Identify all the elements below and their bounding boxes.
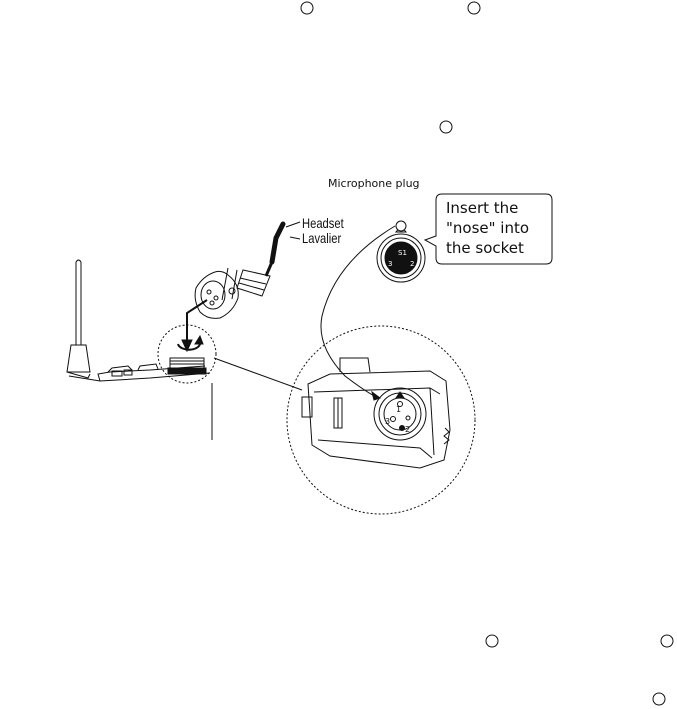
plug-pin-label: 3 xyxy=(388,260,392,268)
ref-marker xyxy=(653,693,665,705)
plug-pin-label: 2 xyxy=(410,260,414,268)
detail-circle-large xyxy=(287,326,475,514)
mic-connector xyxy=(195,222,300,318)
lavalier-label: Lavalier xyxy=(302,231,341,245)
callout-line: "nose" into xyxy=(446,218,529,238)
socket-pin-label: 3 xyxy=(385,417,390,426)
ref-marker xyxy=(486,635,498,647)
ref-marker xyxy=(468,2,480,14)
mic-cable xyxy=(272,224,283,262)
ref-marker xyxy=(440,121,452,133)
socket-pin-label: 2 xyxy=(405,425,410,434)
ref-marker xyxy=(301,2,313,14)
plug-pin-label: S1 xyxy=(398,249,407,257)
ref-marker xyxy=(661,635,673,647)
transmitter xyxy=(67,260,216,440)
callout-text: Insert the "nose" into the socket xyxy=(446,198,529,258)
reference-markers xyxy=(301,2,673,705)
antenna-icon xyxy=(76,260,81,345)
socket-pin-label: 1 xyxy=(396,405,401,414)
callout-line: Insert the xyxy=(446,198,529,218)
headset-label: Headset xyxy=(302,216,344,230)
callout-line: the socket xyxy=(446,238,529,258)
microphone-plug-label: Microphone plug xyxy=(328,178,420,189)
